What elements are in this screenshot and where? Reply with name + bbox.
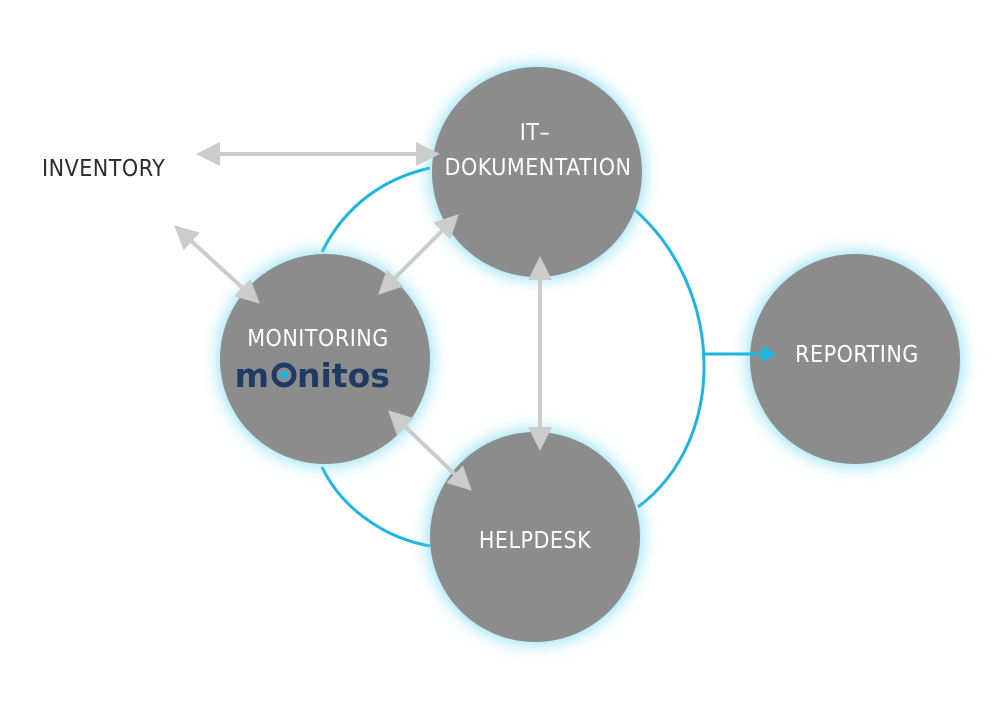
cycle-arc-left-lower [320,466,431,548]
node-reporting: REPORTING [750,254,960,464]
monitos-logo: m nitos [235,356,390,395]
o-ring-icon [271,362,297,388]
node-helpdesk: HELPDESK [430,432,640,642]
logo-text-end: nitos [297,356,390,395]
logo-text-start: m [235,356,269,395]
node-label: HELPDESK [479,528,591,554]
arrow-inventory-monitoring [174,225,260,304]
node-circle [750,254,960,464]
node-circle [432,67,642,277]
node-monitoring: MONITORING m nitos [220,254,430,464]
arrow-monitoring-helpdesk [388,410,472,491]
bidirectional-arrows [174,142,552,491]
cycle-arc-left-upper [320,166,431,253]
inventory-label: INVENTORY [42,156,165,182]
cycle-connector [320,166,706,548]
node-label: REPORTING [795,342,919,368]
node-it-dokumentation: IT– DOKUMENTATION [432,67,642,277]
node-label: MONITORING [247,326,389,352]
cycle-arc-right [634,208,706,509]
node-label-line2: DOKUMENTATION [445,155,632,181]
arrow-monitoring-itdoc [378,214,459,295]
node-circle [430,432,640,642]
node-circle [220,254,430,464]
node-label-line1: IT– [520,120,551,146]
